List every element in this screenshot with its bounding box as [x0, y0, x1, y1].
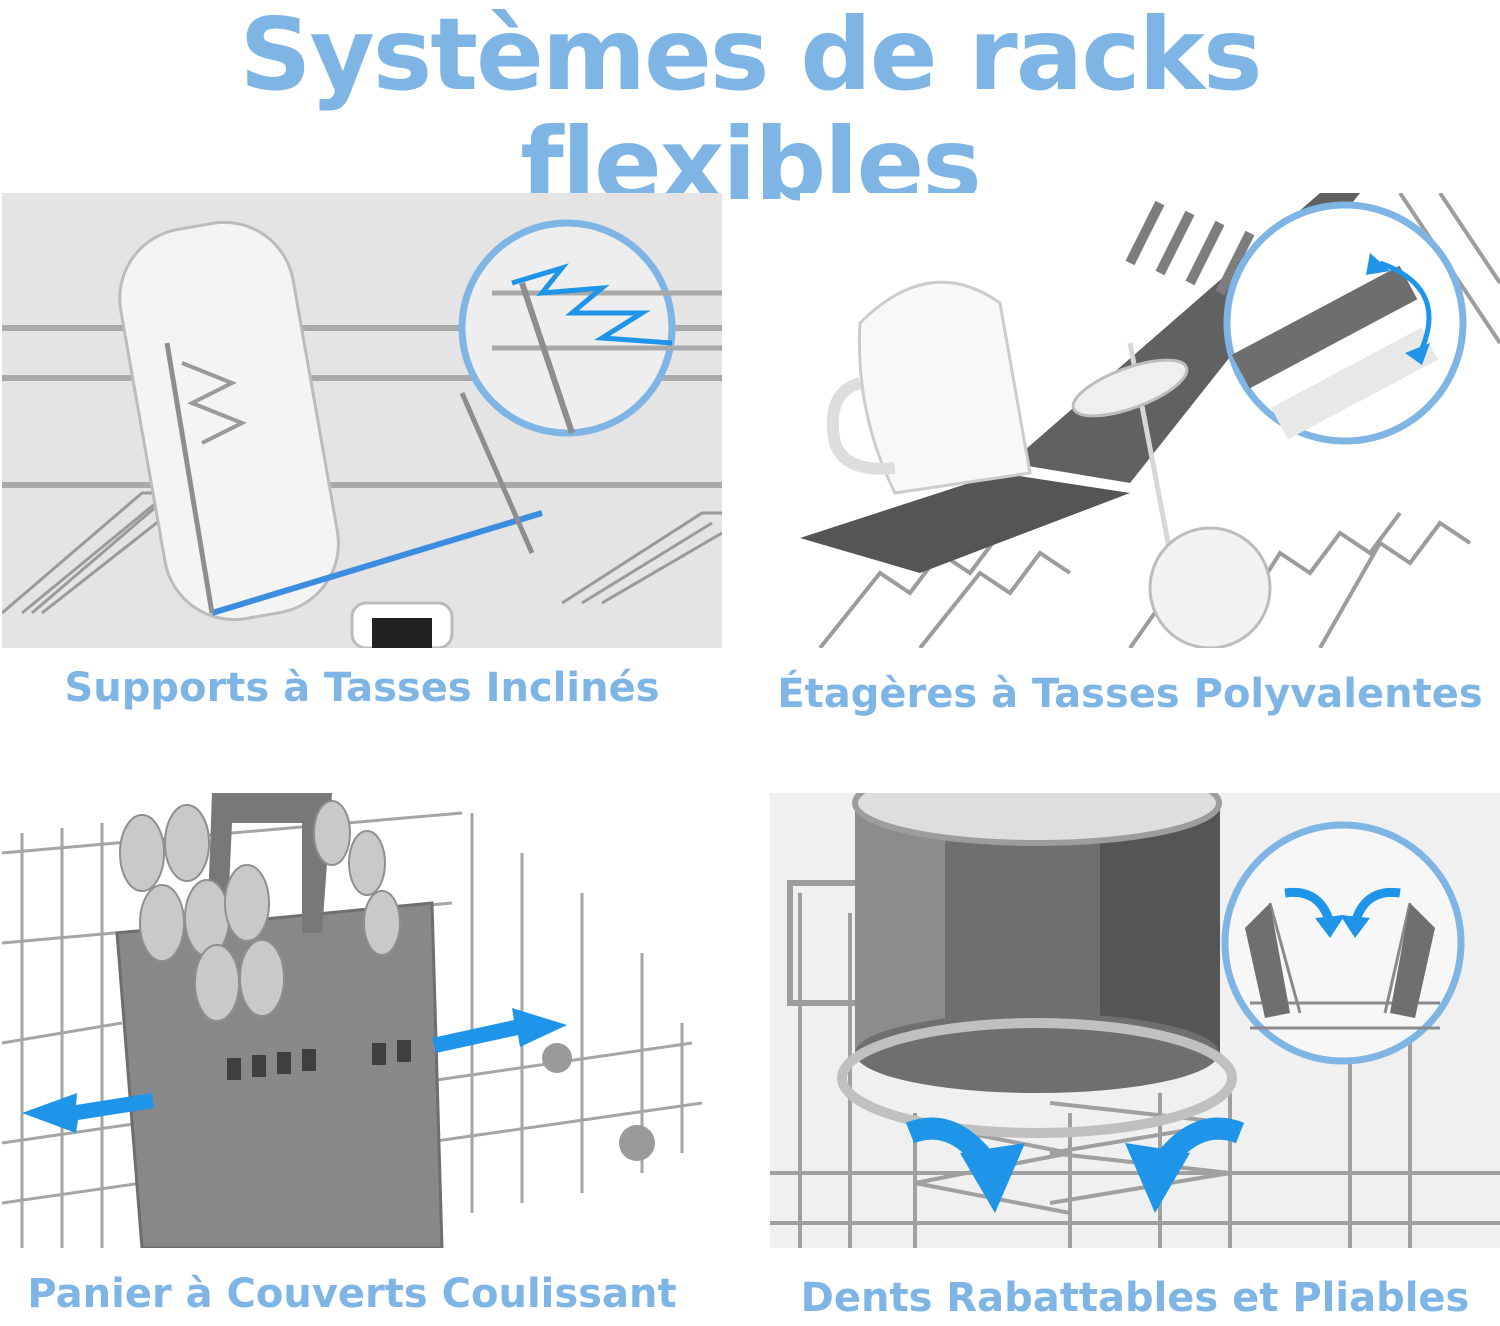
caption-sliding-cutlery-basket: Panier à Couverts Coulissant [27, 1271, 677, 1317]
caption-multipurpose-cup-shelves: Étagères à Tasses Polyvalentes [777, 671, 1483, 717]
photo-tilted-cup-supports [2, 193, 722, 648]
caption-tilted-cup-supports: Supports à Tasses Inclinés [64, 665, 660, 711]
caption-foldable-tines: Dents Rabattables et Pliables [800, 1275, 1470, 1321]
photo-multipurpose-cup-shelves [800, 193, 1500, 648]
photo-sliding-cutlery-basket [2, 793, 702, 1248]
page-title: Systèmes de racks flexibles [239, 0, 1262, 223]
photo-foldable-tines [770, 793, 1500, 1248]
